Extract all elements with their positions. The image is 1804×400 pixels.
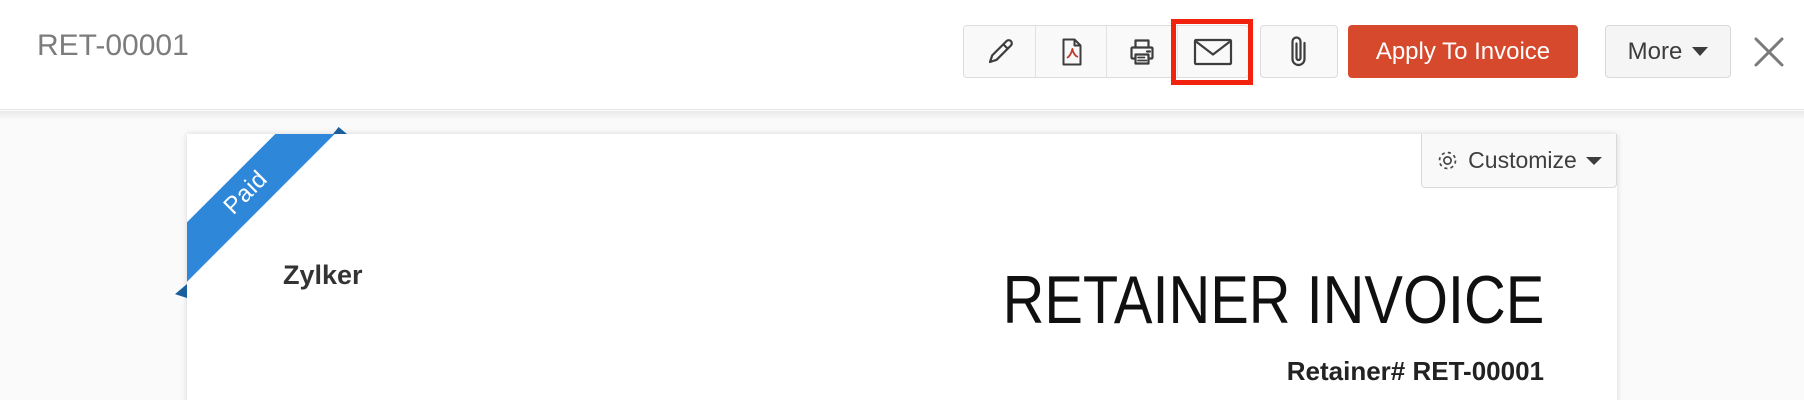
more-button-label: More — [1627, 37, 1683, 65]
chevron-down-icon — [1692, 47, 1709, 56]
ribbon-fold-left — [175, 284, 187, 298]
close-button[interactable] — [1748, 31, 1790, 73]
more-button[interactable]: More — [1605, 25, 1731, 78]
pdf-button[interactable] — [1035, 26, 1106, 77]
apply-to-invoice-button[interactable]: Apply To Invoice — [1348, 25, 1578, 78]
pdf-file-icon — [1053, 34, 1089, 70]
email-button[interactable] — [1177, 26, 1248, 77]
page-title: RET-00001 — [37, 29, 189, 62]
paperclip-icon — [1281, 32, 1317, 72]
gear-icon — [1436, 149, 1459, 172]
edit-button[interactable] — [964, 26, 1035, 77]
print-button[interactable] — [1106, 26, 1177, 77]
header-bar: RET-00001 — [0, 0, 1804, 110]
ribbon-fold-top — [333, 127, 347, 134]
company-name: Zylker — [283, 260, 363, 290]
close-icon — [1754, 37, 1784, 67]
document-number: Retainer# RET-00001 — [1286, 356, 1544, 386]
attachment-button[interactable] — [1260, 25, 1338, 78]
customize-button[interactable]: Customize — [1421, 134, 1617, 188]
printer-icon — [1123, 33, 1161, 71]
chevron-down-icon — [1585, 156, 1602, 165]
document-title: RETAINER INVOICE — [1002, 262, 1544, 338]
envelope-icon — [1193, 35, 1233, 69]
toolbar-button-group — [963, 25, 1249, 78]
customize-button-label: Customize — [1468, 147, 1577, 173]
pencil-icon — [982, 34, 1018, 70]
preview-area: Paid Customize Zylker RETAINER INVOICE R… — [0, 111, 1804, 400]
invoice-document-sheet: Paid Customize Zylker RETAINER INVOICE R… — [175, 127, 1617, 400]
